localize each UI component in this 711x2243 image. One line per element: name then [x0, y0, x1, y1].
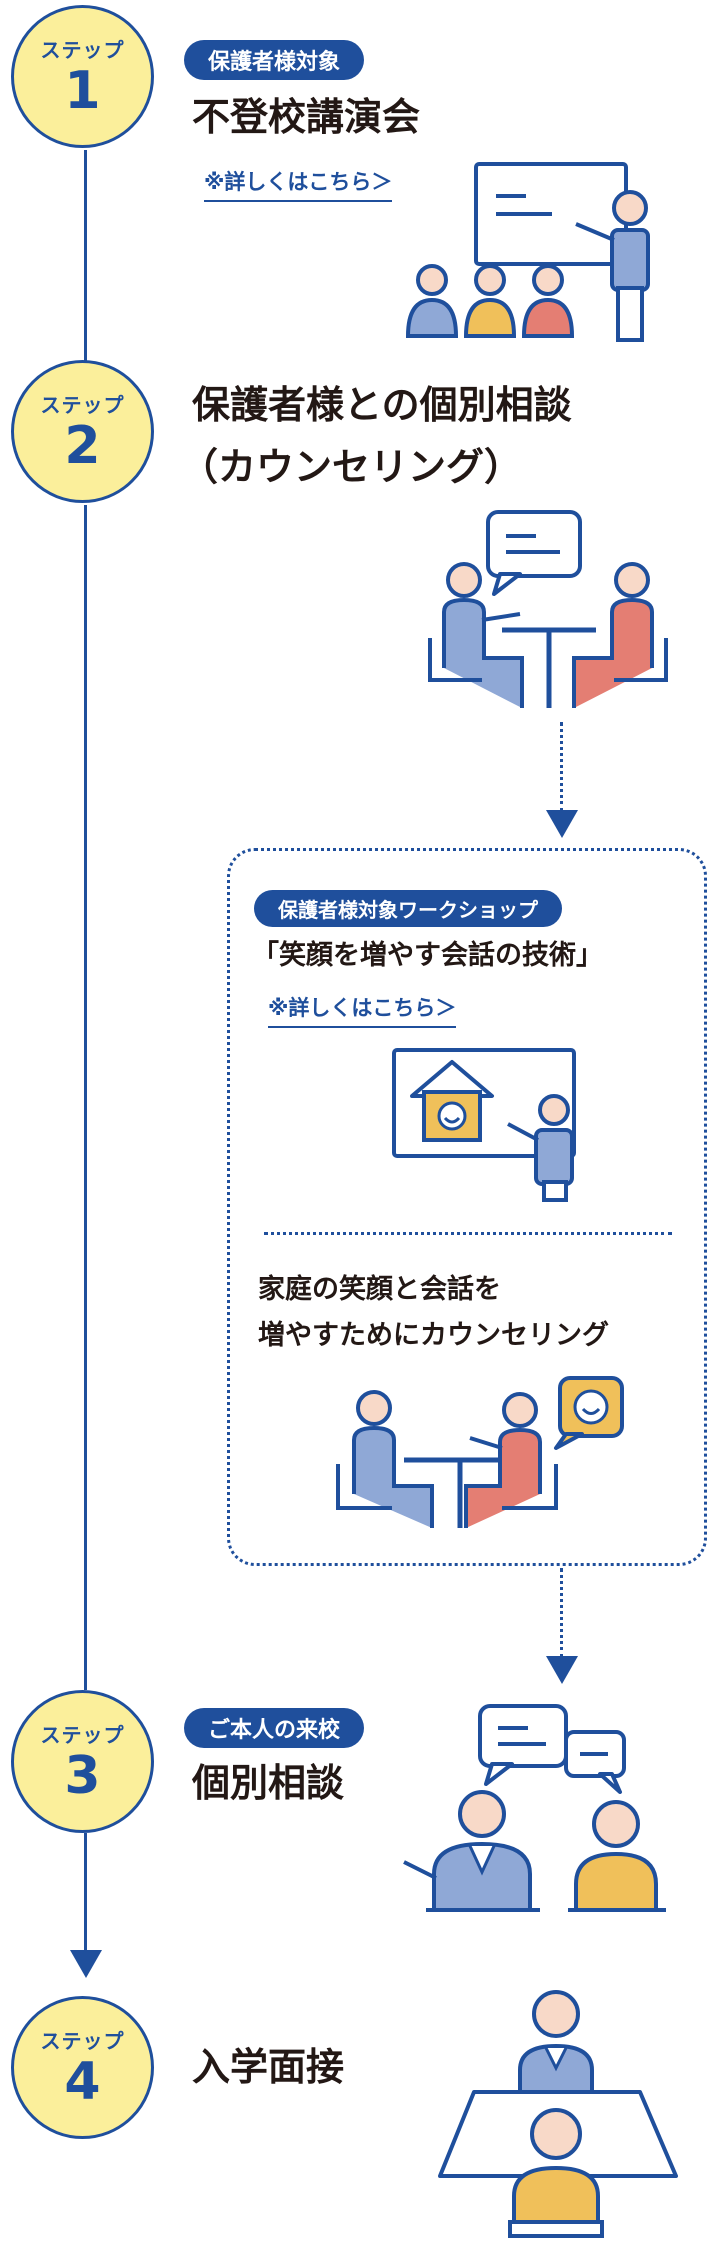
interview-icon	[438, 1990, 678, 2238]
family-counseling-line2: 増やすためにカウンセリング	[258, 1320, 609, 1351]
step-4-title: 入学面接	[192, 2045, 345, 2089]
step-2-circle: ステップ 2	[11, 360, 154, 503]
step-label: ステップ	[40, 38, 125, 62]
arrow-down-icon	[546, 1656, 578, 1684]
step-label: ステップ	[40, 2029, 125, 2053]
workshop-icon	[392, 1048, 576, 1202]
consultation-icon	[403, 1704, 666, 1912]
arrow-down-icon	[546, 810, 578, 838]
step-4-circle: ステップ 4	[11, 1996, 154, 2139]
workshop-title: 「笑顔を増やす会話の技術」	[252, 940, 603, 971]
timeline-arrow-icon	[70, 1950, 102, 1978]
step-1-badge: 保護者様対象	[184, 40, 365, 80]
step-2-title-line2: （カウンセリング）	[180, 445, 523, 489]
step-label: ステップ	[40, 393, 125, 417]
step-number: 4	[64, 2052, 101, 2112]
step-1-title: 不登校講演会	[192, 95, 421, 139]
timeline-line-2	[84, 505, 87, 1690]
step-1-circle: ステップ 1	[11, 5, 154, 148]
family-counseling-line1: 家庭の笑顔と会話を	[258, 1274, 501, 1305]
connector-dotted-1	[560, 722, 563, 812]
step-3-circle: ステップ 3	[11, 1690, 154, 1833]
step-number: 2	[64, 416, 101, 476]
step-number: 3	[64, 1746, 101, 1806]
connector-dotted-2	[560, 1568, 563, 1658]
step-2-title-line1: 保護者様との個別相談	[192, 383, 572, 427]
workshop-divider	[264, 1232, 672, 1235]
step-label: ステップ	[40, 1723, 125, 1747]
step-3-title: 個別相談	[192, 1761, 345, 1805]
counseling-icon	[428, 510, 668, 708]
seminar-icon	[405, 162, 650, 342]
step-1-details-link[interactable]: ※詳しくはこちら＞	[204, 166, 393, 202]
step-3-badge: ご本人の来校	[184, 1708, 365, 1748]
workshop-badge: 保護者様対象ワークショップ	[254, 890, 562, 927]
step-number: 1	[64, 61, 101, 121]
timeline-line-3	[84, 1833, 87, 1968]
workshop-details-link[interactable]: ※詳しくはこちら＞	[268, 992, 457, 1028]
timeline-line-1	[84, 150, 87, 365]
family-counseling-icon	[336, 1376, 624, 1528]
workshop-box	[227, 848, 707, 1566]
